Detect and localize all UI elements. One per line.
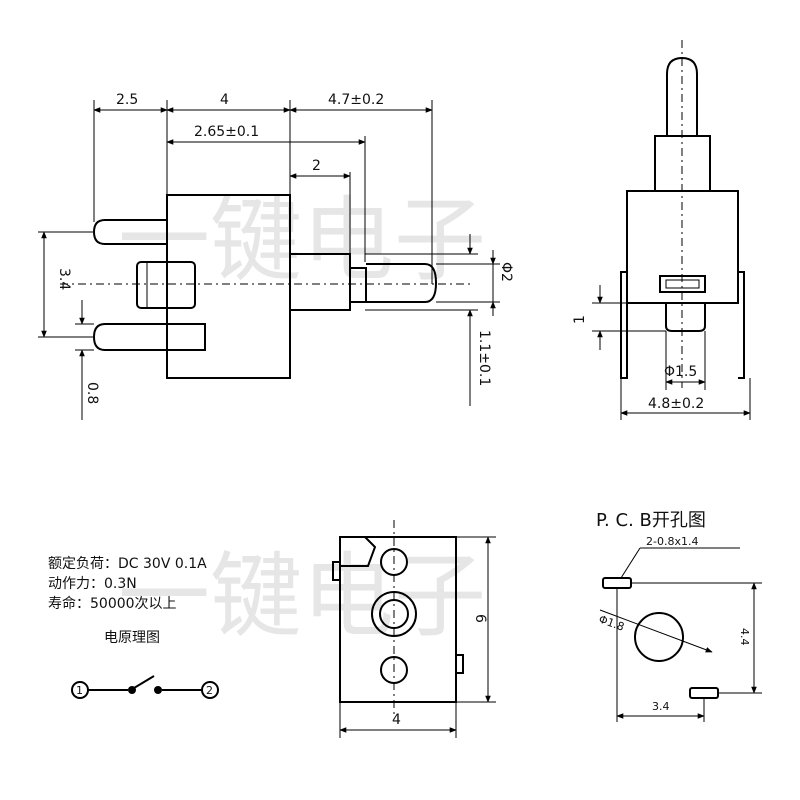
front-right-lead [738,271,745,379]
schematic-pin-2: 2 [206,684,213,697]
schematic: 电原理图 1 2 [71,630,219,699]
side-plunger-tip [366,263,438,303]
front-left-lead [620,271,628,379]
schematic-title: 电原理图 [104,630,160,646]
bottom-tab-left [332,561,341,581]
dim-third-row: 2 [312,158,321,174]
schematic-contact-right [154,686,162,694]
spec-rated-load: 额定负荷：DC 30V 0.1A [48,556,207,572]
bottom-notch [340,536,377,567]
side-view: 2.5 4 4.7±0.2 2.65±0.1 2 3.4 0.8 Φ2 [38,92,514,420]
dim-top-left: 2.5 [116,92,138,108]
spec-block: 额定负荷：DC 30V 0.1A 动作力：0.3N 寿命：50000次以上 [48,556,207,612]
side-pin-lower [92,323,206,351]
dim-front-width: 4.8±0.2 [648,396,704,412]
watermark-bottom: 一键电子 [118,543,486,650]
dim-right-vertical: 1.1±0.1 [476,330,492,386]
bottom-view: 4 6 [332,520,496,738]
spec-life: 寿命：50000次以上 [48,595,177,612]
pcb-view: P. C. B开孔图 2-0.8x1.4 Φ1.8 3.4 4.4 [596,510,762,722]
spec-actuation-force: 动作力：0.3N [48,576,137,592]
side-plunger-step [349,267,367,303]
schematic-pin-1: 1 [76,684,83,697]
dim-right-diameter: Φ2 [498,262,514,282]
side-nub [136,261,196,309]
pcb-slot-bottom [689,687,719,699]
schematic-switch-arm [133,675,155,689]
dim-top-right: 4.7±0.2 [328,92,384,108]
dim-second-row: 2.65±0.1 [194,124,259,140]
dim-top-mid: 4 [220,92,229,108]
dim-front-left-small: 1 [572,315,588,324]
dim-left-bottom: 0.8 [84,382,100,404]
front-view: 1 Φ1.5 4.8±0.2 [572,40,751,420]
schematic-terminal-2 [201,681,219,699]
dim-pcb-vertical: 4.4 [738,628,751,646]
dim-pcb-slot: 2-0.8x1.4 [646,535,698,548]
pcb-slot-top [602,577,632,589]
front-lower-plunger [665,303,706,332]
dim-pcb-hole: Φ1.8 [597,613,626,634]
bottom-tab-right [455,654,464,674]
dim-pcb-horizontal: 3.4 [652,700,670,713]
dim-bottom-height: 6 [472,614,488,623]
watermark-top: 一键电子 [118,187,486,294]
dim-bottom-width: 4 [392,712,401,728]
front-collar [654,135,711,192]
pcb-hole [634,612,684,662]
dim-left-vertical: 3.4 [56,268,72,290]
dim-front-plunger: Φ1.5 [664,364,697,380]
pcb-title: P. C. B开孔图 [596,510,706,531]
